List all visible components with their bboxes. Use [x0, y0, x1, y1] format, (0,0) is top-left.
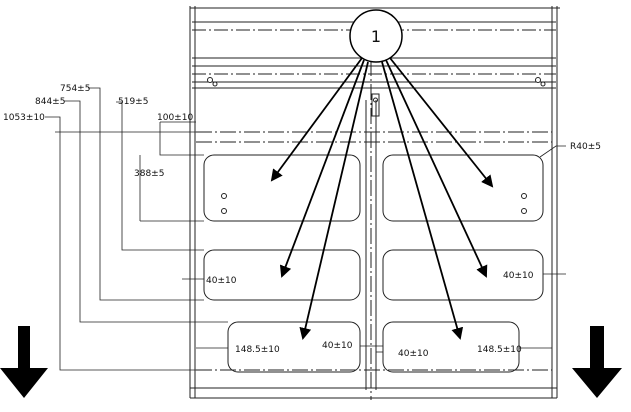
callout-arrow-6: [389, 57, 494, 188]
dim-r40: R40±5: [570, 142, 601, 152]
callout-arrow-1: [270, 57, 363, 182]
panels: [203, 154, 544, 373]
dim-148-right: 148.5±10: [477, 345, 522, 355]
dim-40-center-b: 40±10: [398, 349, 429, 359]
callout-arrows: [270, 57, 494, 340]
dim-148-left: 148.5±10: [235, 345, 280, 355]
dim-100: 100±10: [157, 113, 193, 123]
dimension-lines-horizontal: [182, 145, 566, 353]
callout-number: 1: [371, 27, 381, 46]
panel-mid-right: [382, 249, 544, 301]
dim-40-center-a: 40±10: [322, 341, 353, 351]
callout-arrow-3: [299, 61, 369, 340]
dim-1053: 1053±10: [3, 113, 45, 123]
dim-40-left: 40±10: [206, 276, 237, 286]
dim-519: 519±5: [118, 97, 148, 107]
dim-754: 754±5: [60, 84, 90, 94]
dim-844: 844±5: [35, 97, 65, 107]
mount-bolts: [207, 77, 546, 214]
dimension-lines-left: [45, 87, 228, 371]
callout-arrow-5: [385, 59, 488, 278]
callout-arrow-4: [381, 61, 464, 340]
panel-top-right: [382, 154, 544, 222]
panel-bottom-left: [227, 321, 361, 373]
panel-top-left: [203, 154, 361, 222]
dim-388: 388±5: [134, 169, 164, 179]
callout-arrow-2: [279, 59, 365, 278]
panel-mid-left: [203, 249, 361, 301]
down-arrow-icon: [0, 326, 48, 398]
callout-bubble: 1: [349, 9, 403, 63]
frame-outline: [189, 6, 560, 400]
panel-bottom-right: [382, 321, 520, 373]
dim-40-right: 40±10: [503, 271, 534, 281]
down-arrow-icon: [572, 326, 622, 398]
dimension-labels: 1053±10 844±5 754±5 519±5 100±10 388±5 R…: [3, 84, 601, 359]
